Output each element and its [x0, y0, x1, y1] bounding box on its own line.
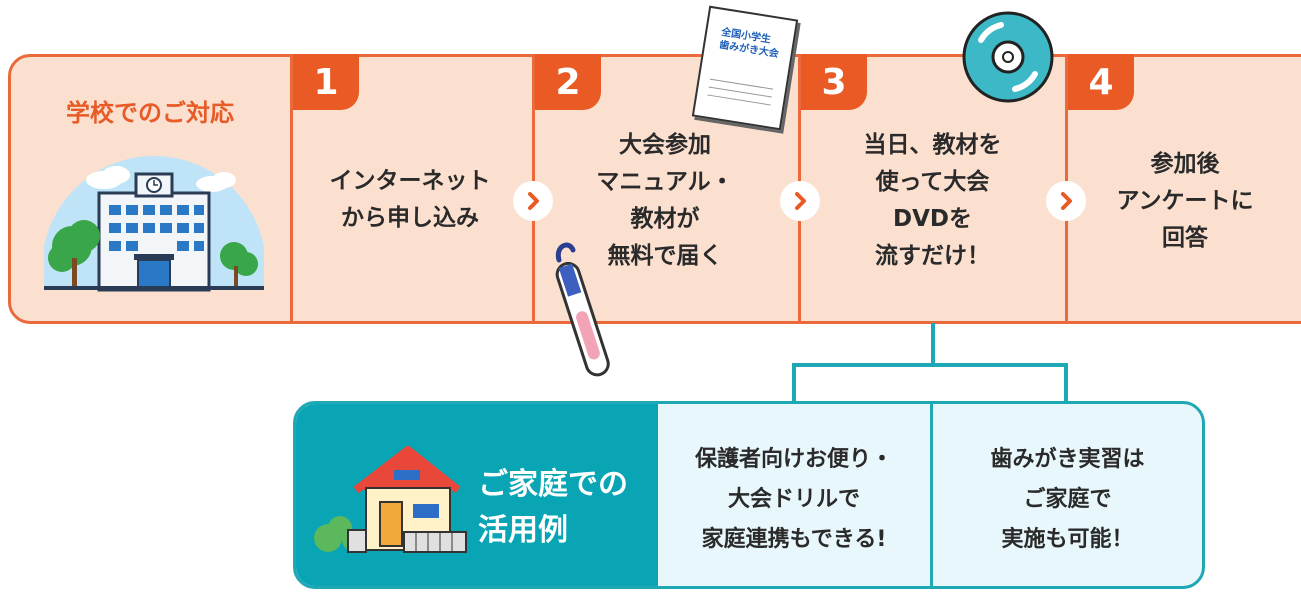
step-4-text: 参加後 アンケートに 回答	[1116, 151, 1254, 251]
step-number-2: 2	[535, 54, 601, 110]
dvd-disc-icon	[962, 11, 1054, 103]
connector-line	[931, 323, 935, 365]
manual-booklet-icon: 全国小学生 歯みがき大会	[691, 5, 799, 131]
step-3-text: 当日、教材を 使って大会 DVDを 流すだけ！	[863, 132, 1002, 269]
step-divider	[290, 57, 293, 321]
connector-line	[792, 363, 796, 403]
step-number-4: 4	[1068, 54, 1134, 110]
connector-line	[1064, 363, 1068, 403]
chevron-right-icon	[780, 181, 820, 221]
home-item-1-text: 保護者向けお便り・ 大会ドリルで 家庭連携もできる!	[694, 447, 893, 552]
step-1-text: インターネット から申し込み	[329, 168, 491, 231]
chevron-right-icon	[1046, 181, 1086, 221]
step-number-1: 1	[293, 54, 359, 110]
toothbrush-icon	[555, 242, 610, 377]
manual-cover-text: 全国小学生 歯みがき大会	[718, 26, 780, 61]
connector-line	[792, 363, 1068, 367]
home-section-title: ご家庭での 活用例	[478, 467, 628, 548]
school-section-title: 学校でのご対応	[66, 99, 234, 127]
home-divider	[930, 404, 933, 586]
school-building-icon	[44, 156, 264, 292]
step-number-3: 3	[801, 54, 867, 110]
home-item-2-text: 歯みがき実習は ご家庭で 実施も可能！	[990, 447, 1145, 552]
house-icon	[314, 446, 467, 553]
step-2-text: 大会参加 マニュアル・ 教材が 無料で届く	[596, 132, 734, 269]
chevron-right-icon	[513, 181, 553, 221]
home-section-block	[296, 404, 658, 586]
